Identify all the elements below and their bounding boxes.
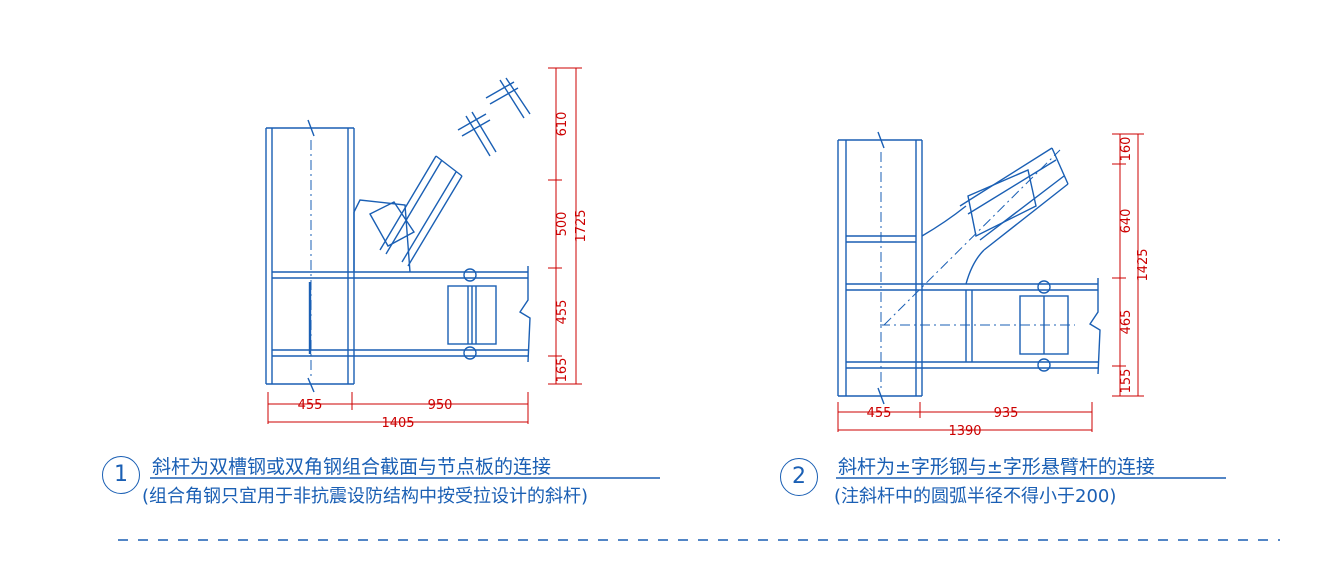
- detail1-dim-455v: 455: [555, 300, 570, 325]
- detail1-gusset: [353, 199, 411, 273]
- detail2-dim-160: 160: [1119, 137, 1134, 162]
- detail1-brace: [369, 155, 463, 267]
- detail1-dim-1725: 1725: [574, 209, 589, 242]
- detail2-title: 斜杆为±字形钢与±字形悬臂杆的连接: [838, 456, 1155, 478]
- detail1-dim-165: 165: [555, 358, 570, 383]
- detail2-dims-bottom: [837, 402, 1093, 432]
- detail2-dim-640: 640: [1119, 209, 1134, 234]
- detail1-drawing: [265, 77, 531, 393]
- detail2-column: [837, 131, 923, 405]
- detail1-column: [265, 119, 355, 393]
- detail1-section-cuts: [457, 77, 531, 157]
- detail2-dim-1425: 1425: [1136, 248, 1151, 281]
- detail2-dim-155: 155: [1119, 369, 1134, 394]
- detail2-dim-455: 455: [867, 406, 892, 421]
- detail1-note: (组合角钢只宜用于非抗震设防结构中按受拉设计的斜杆): [142, 486, 589, 507]
- detail1-dim-950: 950: [428, 398, 453, 413]
- detail1-dim-610: 610: [555, 112, 570, 137]
- detail1-title: 斜杆为双槽钢或双角钢组合截面与节点板的连接: [152, 456, 552, 478]
- detail1-dim-500: 500: [555, 212, 570, 237]
- detail2-note: (注斜杆中的圆弧半径不得小于200): [834, 486, 1117, 507]
- detail2-brace: [883, 147, 1069, 326]
- detail1-beam: [272, 266, 531, 363]
- detail1-dims-bottom: [267, 392, 529, 424]
- detail2-dim-935: 935: [994, 406, 1019, 421]
- detail2-dim-465: 465: [1119, 310, 1134, 335]
- detail1-dim-1405: 1405: [381, 416, 414, 431]
- detail2-beam: [846, 278, 1101, 375]
- detail2-dim-1390: 1390: [948, 424, 981, 439]
- detail1-dims-right: [548, 67, 582, 385]
- detail2-number-badge: 2: [780, 458, 818, 496]
- detail1-dim-455: 455: [298, 398, 323, 413]
- detail2-drawing: [837, 131, 1101, 405]
- detail2-dims-right: [1112, 133, 1144, 397]
- detail1-number-badge: 1: [102, 456, 140, 494]
